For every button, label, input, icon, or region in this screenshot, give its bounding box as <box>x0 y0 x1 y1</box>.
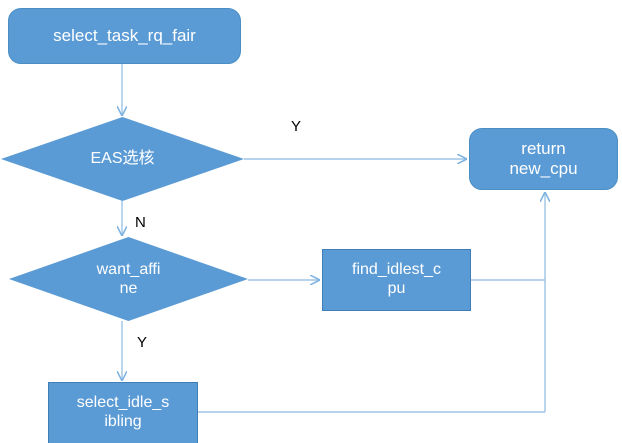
node-select-idle-sibling-label: select_idle_s ibling <box>76 394 170 430</box>
node-want-affine-label: want_affi ne <box>96 260 161 297</box>
node-find-idlest-cpu[interactable]: find_idlest_c pu <box>322 249 471 311</box>
diamond-shape-eas <box>1 117 244 201</box>
node-select-task-rq-fair[interactable]: select_task_rq_fair <box>8 8 241 64</box>
node-find-idlest-cpu-label: find_idlest_c pu <box>352 261 441 297</box>
node-select-task-rq-fair-label: select_task_rq_fair <box>53 25 196 45</box>
edge-label-eas-no: N <box>135 214 146 231</box>
node-return-new-cpu[interactable]: return new_cpu <box>469 128 618 190</box>
node-want-affine[interactable]: want_affi ne <box>9 237 248 321</box>
edge-label-eas-yes: Y <box>291 118 302 135</box>
diamond-shape-want-affine <box>9 237 248 321</box>
node-select-idle-sibling[interactable]: select_idle_s ibling <box>48 382 198 443</box>
node-return-new-cpu-label: return new_cpu <box>509 138 578 178</box>
edge-label-want-affine-yes: Y <box>137 334 148 351</box>
node-eas-label: EAS选核 <box>90 150 155 168</box>
node-eas[interactable]: EAS选核 <box>1 117 244 201</box>
